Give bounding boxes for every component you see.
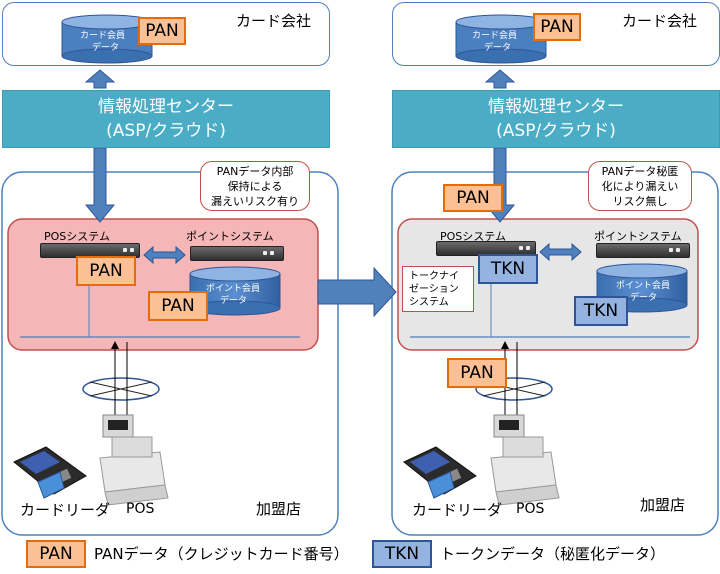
left-card-db-label-2: データ	[92, 43, 120, 53]
left-center-title: 情報処理センター	[98, 97, 234, 117]
right-pos-system-label: POSシステム	[440, 230, 506, 243]
right-store-label: 加盟店	[640, 496, 686, 514]
left-point-db-label-2: データ	[220, 296, 248, 306]
left-point-server	[190, 246, 284, 261]
left-center-pos-arrow	[84, 147, 116, 223]
left-pos-register	[99, 414, 169, 506]
right-card-db-label-1: カード会員	[472, 31, 518, 41]
right-upstream-pan: PAN	[443, 184, 503, 212]
left-pos-pan: PAN	[76, 256, 136, 286]
right-card-reader	[403, 446, 477, 499]
left-processing-center: 情報処理センター (ASP/クラウド)	[2, 90, 330, 148]
tokenization-system-box: トークナイ ゼーション システム	[402, 266, 474, 312]
legend-tkn-key: TKN	[372, 540, 432, 568]
left-pos-system-label: POSシステム	[44, 230, 110, 243]
right-card-company-label: カード会社	[622, 12, 698, 30]
right-center-subtitle: (ASP/クラウド)	[496, 121, 616, 141]
left-callout-line-1: PANデータ内部	[216, 164, 294, 178]
right-callout-line-1: PANデータ秘匿	[601, 164, 679, 178]
legend-pan-key: PAN	[26, 540, 86, 568]
right-safe-callout: PANデータ秘匿 化により漏えい リスク無し	[588, 161, 692, 211]
left-store-label: 加盟店	[256, 500, 302, 518]
right-card-center-arrow	[484, 69, 516, 89]
tokenization-line-1: トークナイ	[409, 270, 459, 282]
left-callout-line-2: 保持による	[227, 179, 283, 193]
left-card-center-arrow	[84, 69, 116, 89]
right-pos-point-arrow	[539, 242, 582, 262]
left-card-reader	[13, 446, 87, 499]
left-card-company-label: カード会社	[236, 12, 312, 30]
right-card-db-label-2: データ	[484, 43, 512, 53]
left-card-reader-label: カードリーダ	[20, 501, 111, 519]
left-pos-label: POS	[126, 501, 155, 517]
left-risk-callout: PANデータ内部 保持による 漏えいリスク有り	[200, 161, 310, 211]
right-point-db-label-2: データ	[630, 293, 658, 303]
left-card-db-label-1: カード会員	[80, 31, 126, 41]
tokenization-line-2: ゼーション	[409, 283, 459, 295]
right-card-db-pan: PAN	[533, 13, 581, 41]
right-bottom-pan: PAN	[447, 358, 507, 388]
right-point-db-label-1: ポイント会員	[616, 281, 671, 291]
legend-pan-desc: PANデータ（クレジットカード番号）	[94, 545, 349, 563]
transition-arrow	[317, 266, 397, 318]
right-point-tkn: TKN	[574, 296, 628, 326]
left-point-pan: PAN	[148, 291, 208, 321]
right-card-reader-label: カードリーダ	[412, 501, 503, 519]
left-callout-line-3: 漏えいリスク有り	[211, 194, 299, 208]
right-point-server	[596, 243, 690, 258]
right-center-title: 情報処理センター	[488, 97, 624, 117]
right-callout-line-2: 化により漏えい	[601, 179, 679, 193]
left-card-db-pan: PAN	[138, 17, 186, 45]
left-pos-point-arrow	[143, 245, 186, 265]
left-center-subtitle: (ASP/クラウド)	[106, 121, 226, 141]
tokenization-line-3: システム	[409, 296, 449, 308]
right-callout-line-3: リスク無し	[612, 194, 668, 208]
right-pos-register	[490, 414, 560, 506]
left-network-switch	[82, 377, 160, 401]
right-pos-tkn: TKN	[478, 254, 538, 284]
right-point-system-label: ポイントシステム	[594, 230, 682, 243]
right-processing-center: 情報処理センター (ASP/クラウド)	[392, 90, 720, 148]
left-point-system-label: ポイントシステム	[186, 230, 274, 243]
legend-tkn-desc: トークンデータ（秘匿化データ）	[440, 545, 666, 563]
left-point-db-label-1: ポイント会員	[206, 284, 261, 294]
right-pos-label: POS	[516, 501, 545, 517]
